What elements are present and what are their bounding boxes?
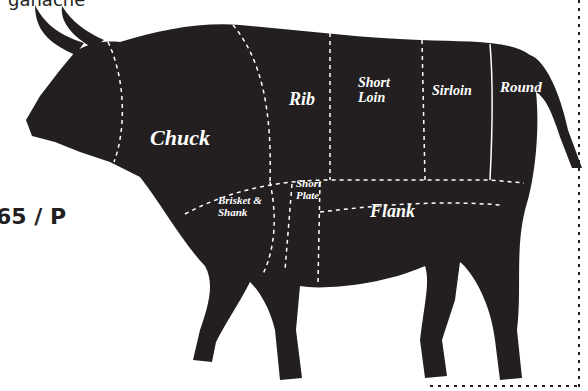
cut-name: Flank [370, 202, 440, 221]
cut-name: Chuck [150, 126, 230, 149]
dotted-border [430, 385, 579, 387]
bull-silhouette [26, 24, 582, 380]
horn [62, 6, 104, 48]
brand-text: ganache [8, 0, 128, 10]
cut-line [490, 44, 492, 180]
cut-name: Sirloin [432, 84, 492, 99]
cut-name: Rib [289, 90, 329, 109]
price-text: 65 / P [0, 205, 116, 228]
dotted-border [578, 0, 580, 391]
cut-name: Short Plate [296, 178, 326, 201]
cut-name: Short Loin [358, 76, 406, 105]
cut-name: Brisket & Shank [218, 195, 276, 218]
cut-name: Round [500, 80, 560, 96]
cut-lines [108, 25, 524, 282]
